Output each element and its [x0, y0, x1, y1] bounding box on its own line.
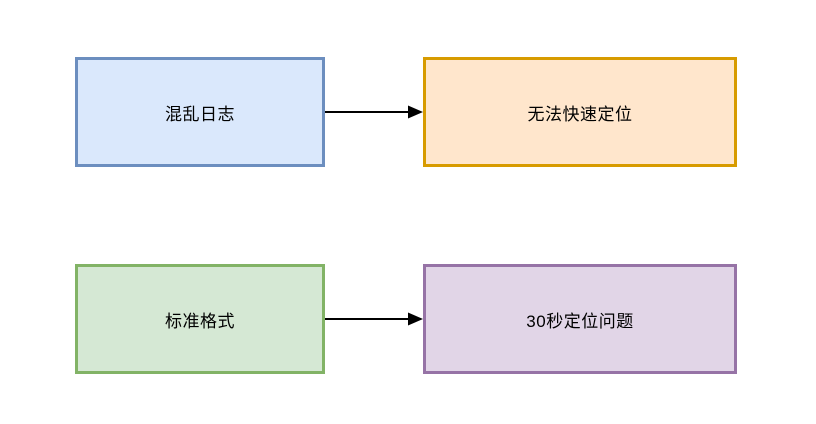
node-locate-issue-in-30s: 30秒定位问题 — [423, 264, 737, 374]
node-messy-logs: 混乱日志 — [75, 57, 325, 167]
node-locate-issue-in-30s-label: 30秒定位问题 — [526, 311, 634, 331]
node-cannot-locate-quickly-label: 无法快速定位 — [527, 104, 633, 124]
node-standard-format-label: 标准格式 — [165, 311, 235, 331]
node-standard-format: 标准格式 — [75, 264, 325, 374]
node-messy-logs-label: 混乱日志 — [165, 104, 235, 124]
edge-arrow-bottom — [325, 312, 423, 326]
edge-arrow-top-head-icon — [408, 105, 423, 119]
edge-arrow-top — [325, 105, 423, 119]
node-cannot-locate-quickly: 无法快速定位 — [423, 57, 737, 167]
edge-arrow-bottom-head-icon — [408, 312, 423, 326]
